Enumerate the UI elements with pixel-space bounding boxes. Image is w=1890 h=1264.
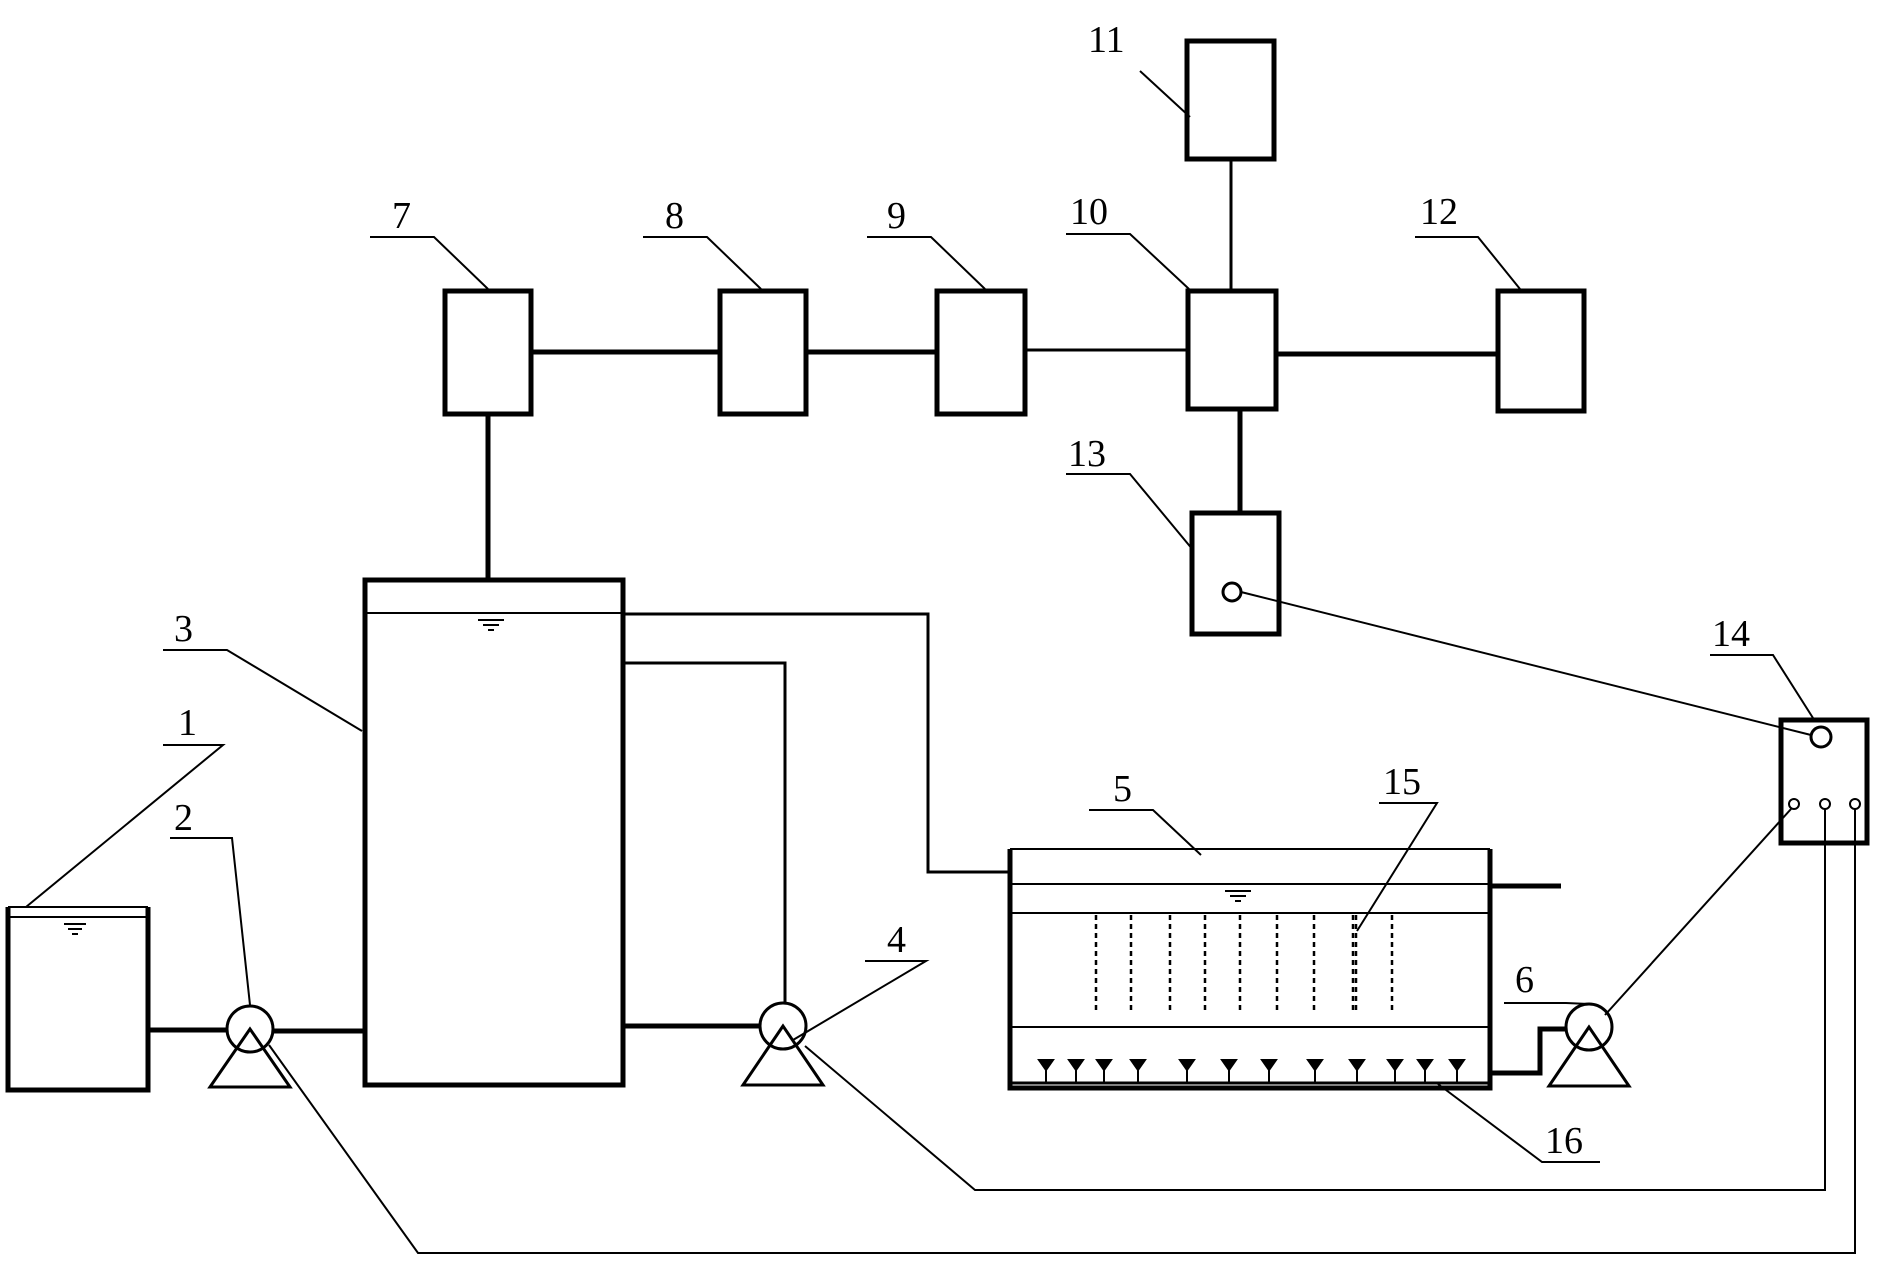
label-5: 5 bbox=[1113, 768, 1132, 810]
label-12: 12 bbox=[1420, 191, 1458, 233]
aerators-16 bbox=[1037, 1059, 1466, 1082]
pump-6 bbox=[1546, 1002, 1632, 1088]
control-links bbox=[485, 159, 1498, 580]
device-12-box bbox=[1495, 288, 1587, 414]
reactor-3 bbox=[362, 577, 626, 1088]
label-15: 15 bbox=[1383, 761, 1421, 803]
label-8: 8 bbox=[665, 195, 684, 237]
label-3: 3 bbox=[174, 608, 193, 650]
label-16: 16 bbox=[1545, 1120, 1583, 1162]
label-6: 6 bbox=[1515, 959, 1534, 1001]
controller-14-port-a bbox=[1788, 798, 1800, 810]
tank-1 bbox=[5, 906, 151, 1093]
label-7: 7 bbox=[392, 195, 411, 237]
label-1: 1 bbox=[178, 702, 197, 744]
label-4: 4 bbox=[887, 919, 906, 961]
device-8-box bbox=[717, 288, 809, 417]
piping bbox=[148, 612, 1566, 1076]
device-10-box bbox=[1185, 288, 1279, 412]
tank-5 bbox=[1007, 848, 1493, 1091]
label-9: 9 bbox=[887, 195, 906, 237]
device-13-box bbox=[1189, 510, 1282, 637]
label-2: 2 bbox=[174, 797, 193, 839]
media-strings-15 bbox=[1094, 915, 1394, 1010]
number-labels: 11 7 8 9 10 12 13 14 3 1 2 4 5 15 6 16 bbox=[174, 19, 1750, 1162]
label-13: 13 bbox=[1068, 433, 1106, 475]
pump-4 bbox=[740, 1001, 826, 1087]
device-7-box bbox=[442, 288, 534, 417]
device-9-box bbox=[934, 288, 1028, 417]
controller-14-main-port bbox=[1809, 725, 1833, 749]
label-14: 14 bbox=[1712, 613, 1750, 655]
device-11-box bbox=[1184, 38, 1277, 162]
pump-2 bbox=[207, 1004, 293, 1089]
signal-wires bbox=[268, 591, 1856, 1254]
label-10: 10 bbox=[1070, 191, 1108, 233]
label-11: 11 bbox=[1088, 19, 1125, 61]
leader-lines bbox=[25, 70, 1814, 1163]
